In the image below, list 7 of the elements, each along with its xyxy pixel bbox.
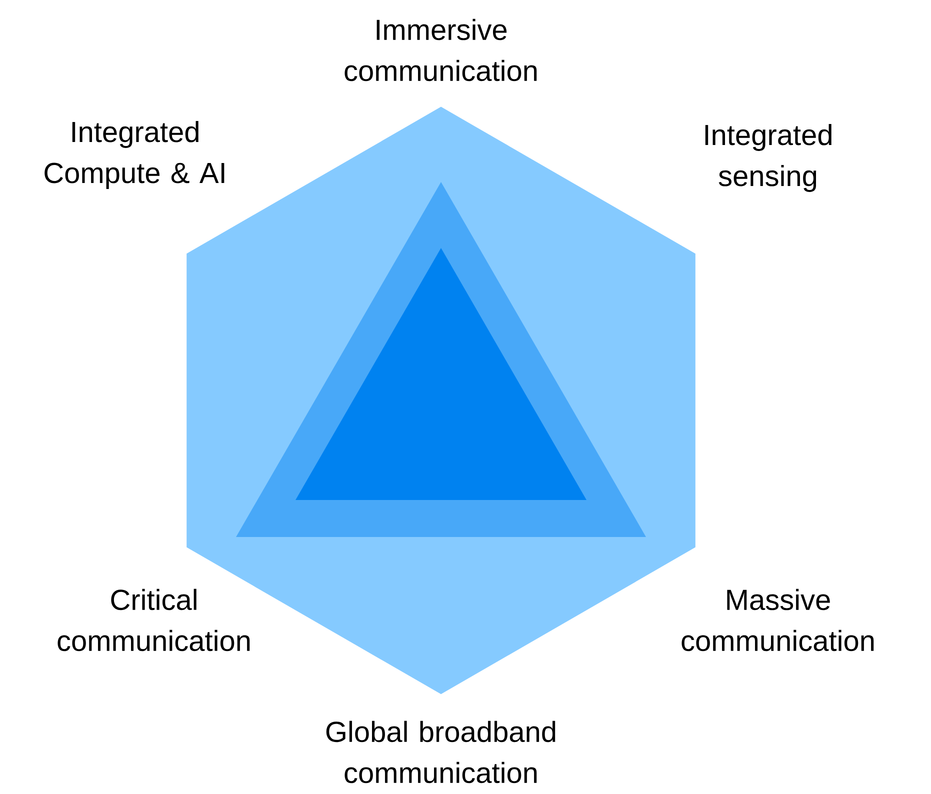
vertex-label: Massive communication — [682, 588, 874, 652]
vertex-label: Integrated sensing — [705, 124, 832, 192]
vertex-label: Global broadband communication — [326, 720, 556, 784]
vertex-label: Critical communication — [58, 588, 250, 652]
vertex-label: Integrated Compute & AI — [44, 120, 224, 189]
triangle — [296, 248, 586, 500]
vertex-label: Immersive communication — [344, 18, 537, 82]
